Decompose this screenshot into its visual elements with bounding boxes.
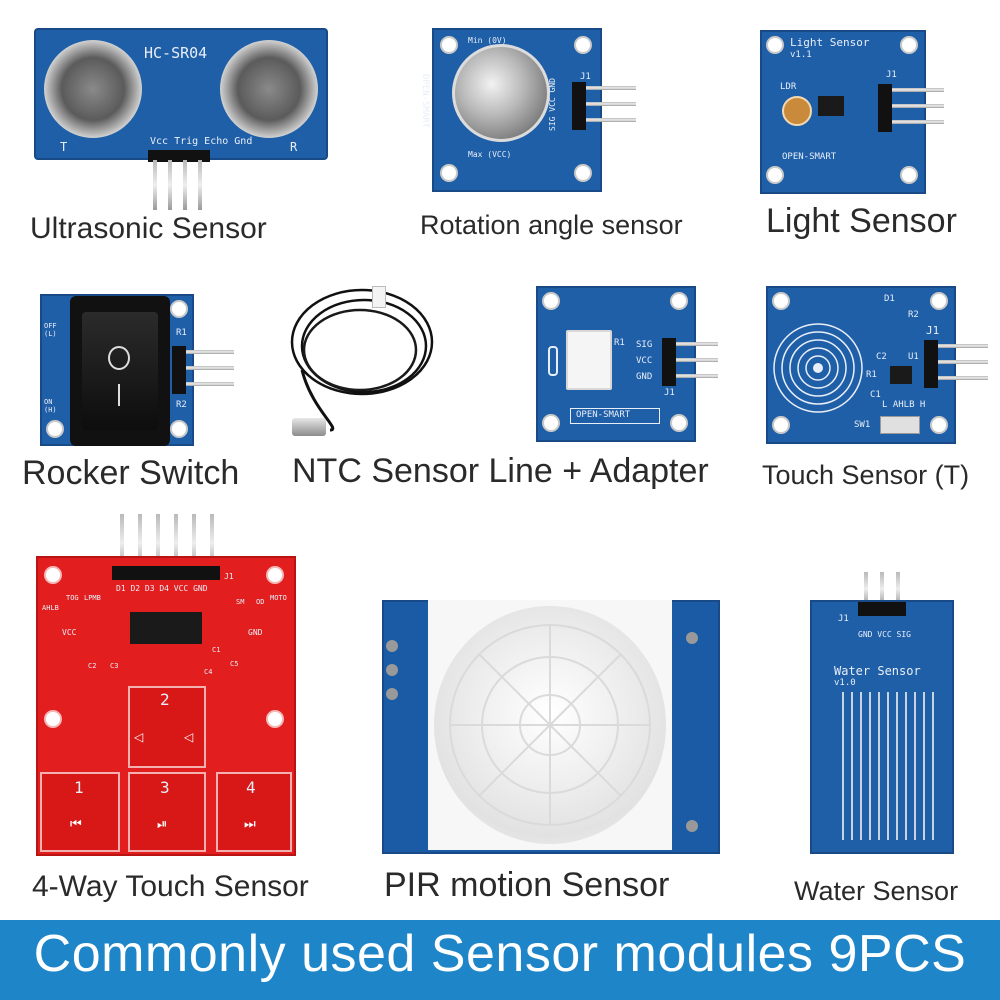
- pir-lens-facets: [449, 624, 651, 826]
- rocker-off-label: OFF (L): [44, 322, 57, 338]
- touch-slide-switch: [880, 416, 920, 434]
- touch4-c4: C4: [204, 668, 213, 676]
- water-version: v1.0: [834, 678, 856, 688]
- light-brand: OPEN-SMART: [782, 152, 837, 162]
- rotation-header-label: J1: [580, 72, 591, 82]
- touch4-c3: C3: [110, 662, 119, 670]
- touch-r1: R1: [866, 370, 877, 380]
- touch4-vcc: VCC: [62, 628, 77, 637]
- play-pause-icon: ⏯: [157, 816, 168, 831]
- rocker-off-symbol: [108, 346, 130, 370]
- touch4-moto: MOTO: [270, 594, 287, 602]
- touch4-sm: SM: [236, 598, 245, 606]
- touch-pad-3-label: 3: [160, 778, 170, 797]
- ultrasonic-t-mark: T: [60, 140, 68, 154]
- ntc-socket: [566, 330, 612, 390]
- touch-pad-1: [40, 772, 120, 852]
- touch4-ic: [130, 612, 202, 644]
- light-title: Light Sensor: [790, 36, 870, 49]
- previous-icon: ⏮: [70, 816, 82, 831]
- ntc-header-label: J1: [664, 388, 675, 398]
- ultrasonic-transducer-right: [220, 40, 318, 138]
- footer-title: Commonly used Sensor modules 9PCS: [33, 925, 967, 983]
- light-ldr-label: LDR: [780, 82, 797, 92]
- touch-pad-4: [216, 772, 292, 852]
- touch-header-label: J1: [926, 324, 940, 337]
- touch-ic: [890, 366, 912, 384]
- rotation-min-label: Min (0V): [468, 36, 507, 45]
- water-caption: Water Sensor: [794, 876, 959, 906]
- touch-pad-4-label: 4: [246, 778, 256, 797]
- ntc-connector: [372, 286, 386, 308]
- ultrasonic-pin-labels: Vcc Trig Echo Gnd: [150, 136, 253, 147]
- touch4-tog: TOG: [66, 594, 79, 602]
- touch4-c1: C1: [212, 646, 221, 654]
- ntc-r1: R1: [614, 338, 625, 348]
- rotation-max-label: Max (VCC): [468, 150, 512, 159]
- touch-c1: C1: [870, 390, 881, 400]
- rotation-caption: Rotation angle sensor: [420, 210, 683, 240]
- touch4-lpmb: LPMB: [84, 594, 101, 602]
- volume-up-icon: ◁: [134, 730, 144, 744]
- potentiometer-knob: [452, 44, 550, 142]
- pir-caption: PIR motion Sensor: [384, 866, 670, 904]
- rocker-switch-button: [82, 312, 158, 430]
- ultrasonic-model-label: HC-SR04: [144, 44, 208, 62]
- ntc-caption: NTC Sensor Line + Adapter: [292, 452, 709, 490]
- volume-down-icon: ◁: [184, 730, 194, 744]
- touch-pad-2-label: 2: [160, 690, 170, 709]
- touch4-c2: C2: [88, 662, 97, 670]
- ultrasonic-transducer-left: [44, 40, 142, 138]
- rotation-pin-labels: SIG VCC GND: [547, 78, 557, 131]
- touch-pad-rings: [773, 323, 863, 413]
- touch4-caption: 4-Way Touch Sensor: [32, 870, 309, 903]
- ntc-thermometer-icon: [548, 346, 558, 376]
- ntc-cable: [290, 288, 434, 432]
- footer-banner: Commonly used Sensor modules 9PCS: [0, 920, 1000, 1000]
- light-caption: Light Sensor: [766, 202, 957, 240]
- ultrasonic-r-mark: R: [290, 140, 298, 154]
- rotation-brand: OPEN-SMART: [420, 73, 431, 129]
- touch4-pin-labels: D1 D2 D3 D4 VCC GND: [116, 584, 208, 593]
- water-header-label: J1: [838, 614, 849, 624]
- ntc-pin-vcc: VCC: [636, 356, 653, 366]
- ntc-pin-gnd: GND: [636, 372, 653, 382]
- touch-u1: U1: [908, 352, 919, 362]
- ldr-photoresistor: [782, 96, 812, 126]
- touch-caption: Touch Sensor (T): [762, 460, 970, 490]
- light-version: v1.1: [790, 50, 812, 60]
- touch4-gnd: GND: [248, 628, 263, 637]
- ntc-brand: OPEN-SMART: [576, 410, 631, 420]
- touch4-od: OD: [256, 598, 265, 606]
- next-icon: ⏭: [244, 816, 256, 831]
- touch-pad-3: [128, 772, 206, 852]
- water-detection-traces: [842, 692, 938, 840]
- touch4-header-label: J1: [224, 572, 234, 581]
- touch4-c5: C5: [230, 660, 239, 668]
- touch4-ahlb: AHLB: [42, 604, 59, 612]
- ultrasonic-caption: Ultrasonic Sensor: [30, 212, 267, 245]
- ntc-brand-box: [570, 408, 660, 424]
- touch-d1: D1: [884, 294, 895, 304]
- touch-pad-1-label: 1: [74, 778, 84, 797]
- rocker-r1: R1: [176, 328, 187, 338]
- touch-sw1: SW1: [854, 420, 871, 430]
- ntc-probe-tip: [292, 418, 326, 436]
- touch-pad-2: [128, 686, 206, 768]
- ntc-pin-sig: SIG: [636, 340, 653, 350]
- ultrasonic-header: [148, 150, 210, 162]
- touch-r2: R2: [908, 310, 919, 320]
- water-pin-labels: GND VCC SIG: [858, 630, 911, 639]
- rocker-caption: Rocker Switch: [22, 454, 240, 492]
- light-header-label: J1: [886, 70, 897, 80]
- touch-ahlb: L AHLB H: [882, 400, 926, 410]
- rocker-on-label: ON (H): [44, 398, 57, 414]
- water-title: Water Sensor: [834, 664, 921, 678]
- light-ic: [818, 96, 844, 116]
- rocker-r2: R2: [176, 400, 187, 410]
- touch-c2: C2: [876, 352, 887, 362]
- rocker-on-symbol: [118, 384, 120, 406]
